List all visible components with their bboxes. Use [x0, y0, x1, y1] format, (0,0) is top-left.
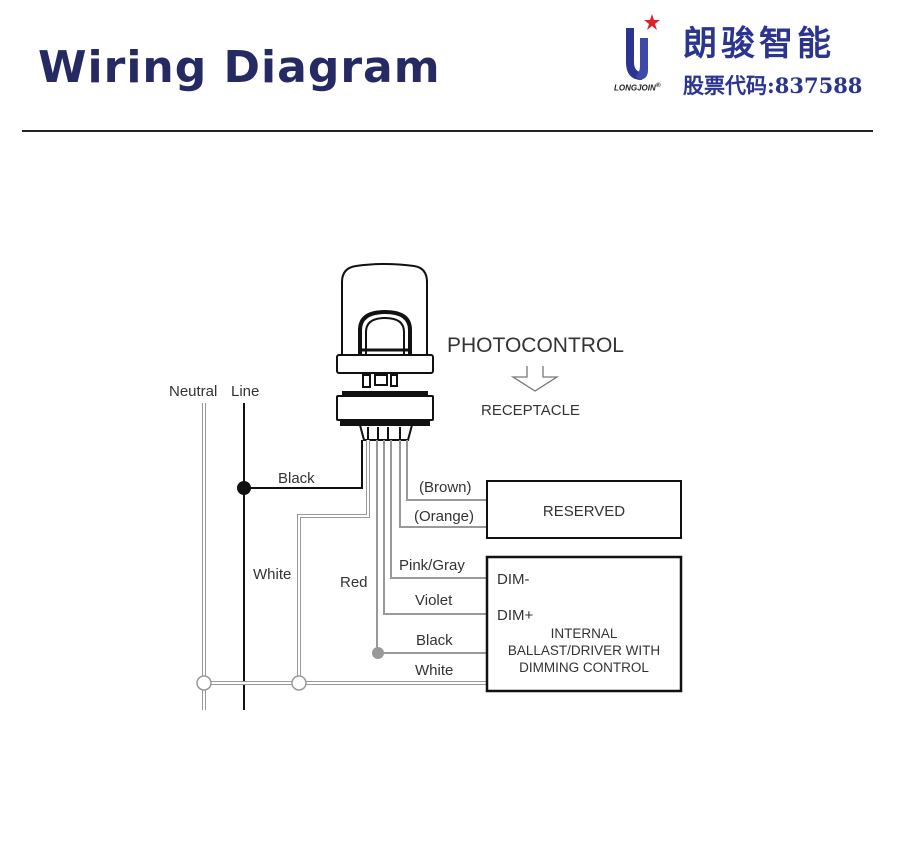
longjoin-logo-icon [626, 14, 660, 80]
brown-wire [406, 440, 487, 501]
white-driver-label: White [415, 662, 453, 679]
header-divider [22, 130, 873, 132]
brand-stock-code: 股票代码:837588 [683, 73, 863, 98]
white-wire-label: White [253, 566, 291, 583]
red-black-wire [376, 440, 487, 654]
receptacle-icon [336, 391, 434, 441]
registered-mark: ® [655, 82, 661, 89]
violet-wire [383, 440, 487, 615]
receptacle-label: RECEPTACLE [481, 402, 580, 419]
brand-en-text: LONGJOIN [614, 83, 656, 93]
orange-wire-label: (Orange) [414, 508, 474, 525]
black-driver-label: Black [416, 632, 453, 649]
white-junction [291, 675, 307, 691]
violet-wire-label: Violet [415, 592, 453, 609]
reserved-label: RESERVED [543, 503, 625, 520]
driver-line1: INTERNAL [551, 626, 618, 641]
orange-wire [399, 440, 487, 528]
dim-plus-label: DIM+ [497, 607, 533, 624]
brand-name-cn: 朗骏智能 [683, 24, 835, 64]
reserved-box [486, 480, 682, 539]
driver-line3: DIMMING CONTROL [519, 660, 649, 675]
down-arrow-icon [510, 366, 560, 392]
red-wire-label: Red [340, 574, 368, 591]
neutral-label: Neutral [169, 383, 217, 400]
line-label: Line [231, 383, 259, 400]
neutral-junction [196, 675, 212, 691]
brand-name-en: LONGJOIN® [614, 82, 661, 93]
pink-gray-wire [390, 440, 487, 579]
page-title: Wiring Diagram [38, 42, 441, 93]
photocontrol-label: PHOTOCONTROL [447, 334, 624, 357]
black-line-wire [244, 440, 363, 489]
line-junction-dot [237, 481, 251, 495]
white-neutral-wire [297, 440, 370, 683]
red-junction-dot [372, 647, 384, 659]
photocontrol-icon [336, 263, 434, 388]
dim-minus-label: DIM- [497, 571, 530, 588]
brown-wire-label: (Brown) [419, 479, 472, 496]
black-wire-label: Black [278, 470, 315, 487]
star-icon [644, 14, 660, 30]
driver-line2: BALLAST/DRIVER WITH [508, 643, 660, 658]
pink-gray-wire-label: Pink/Gray [399, 557, 465, 574]
driver-box [485, 555, 683, 693]
